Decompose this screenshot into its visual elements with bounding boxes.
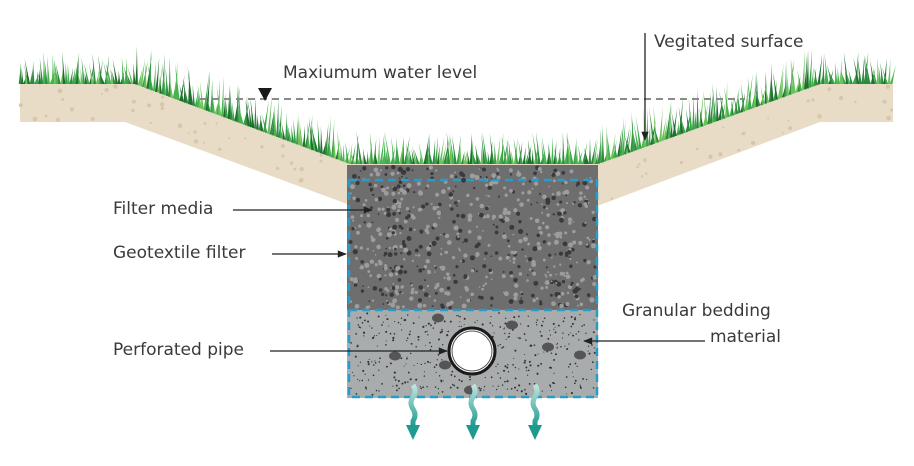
vegetated-surface-label: Vegitated surface bbox=[654, 32, 804, 52]
gravel-texture bbox=[348, 164, 598, 396]
geotextile-filter-label: Geotextile filter bbox=[113, 243, 246, 263]
soil-embankment bbox=[20, 83, 893, 205]
granular-bedding-label-line1: Granular bedding bbox=[622, 301, 771, 321]
water-arrow-icon bbox=[528, 383, 542, 440]
granular-bedding-label-line2: material bbox=[710, 327, 781, 347]
water-level-marker-icon bbox=[258, 88, 272, 101]
max-water-level-label: Maxiumum water level bbox=[283, 63, 478, 83]
water-arrow-icon bbox=[406, 383, 420, 440]
perforated-pipe-label: Perforated pipe bbox=[113, 340, 244, 360]
grass bbox=[18, 46, 896, 164]
water-arrow-icon bbox=[466, 383, 480, 440]
soil-texture bbox=[18, 84, 894, 200]
perforated-pipe-shape bbox=[447, 326, 497, 376]
infiltration-arrows bbox=[406, 383, 542, 440]
filter-media-label: Filter media bbox=[113, 199, 214, 219]
